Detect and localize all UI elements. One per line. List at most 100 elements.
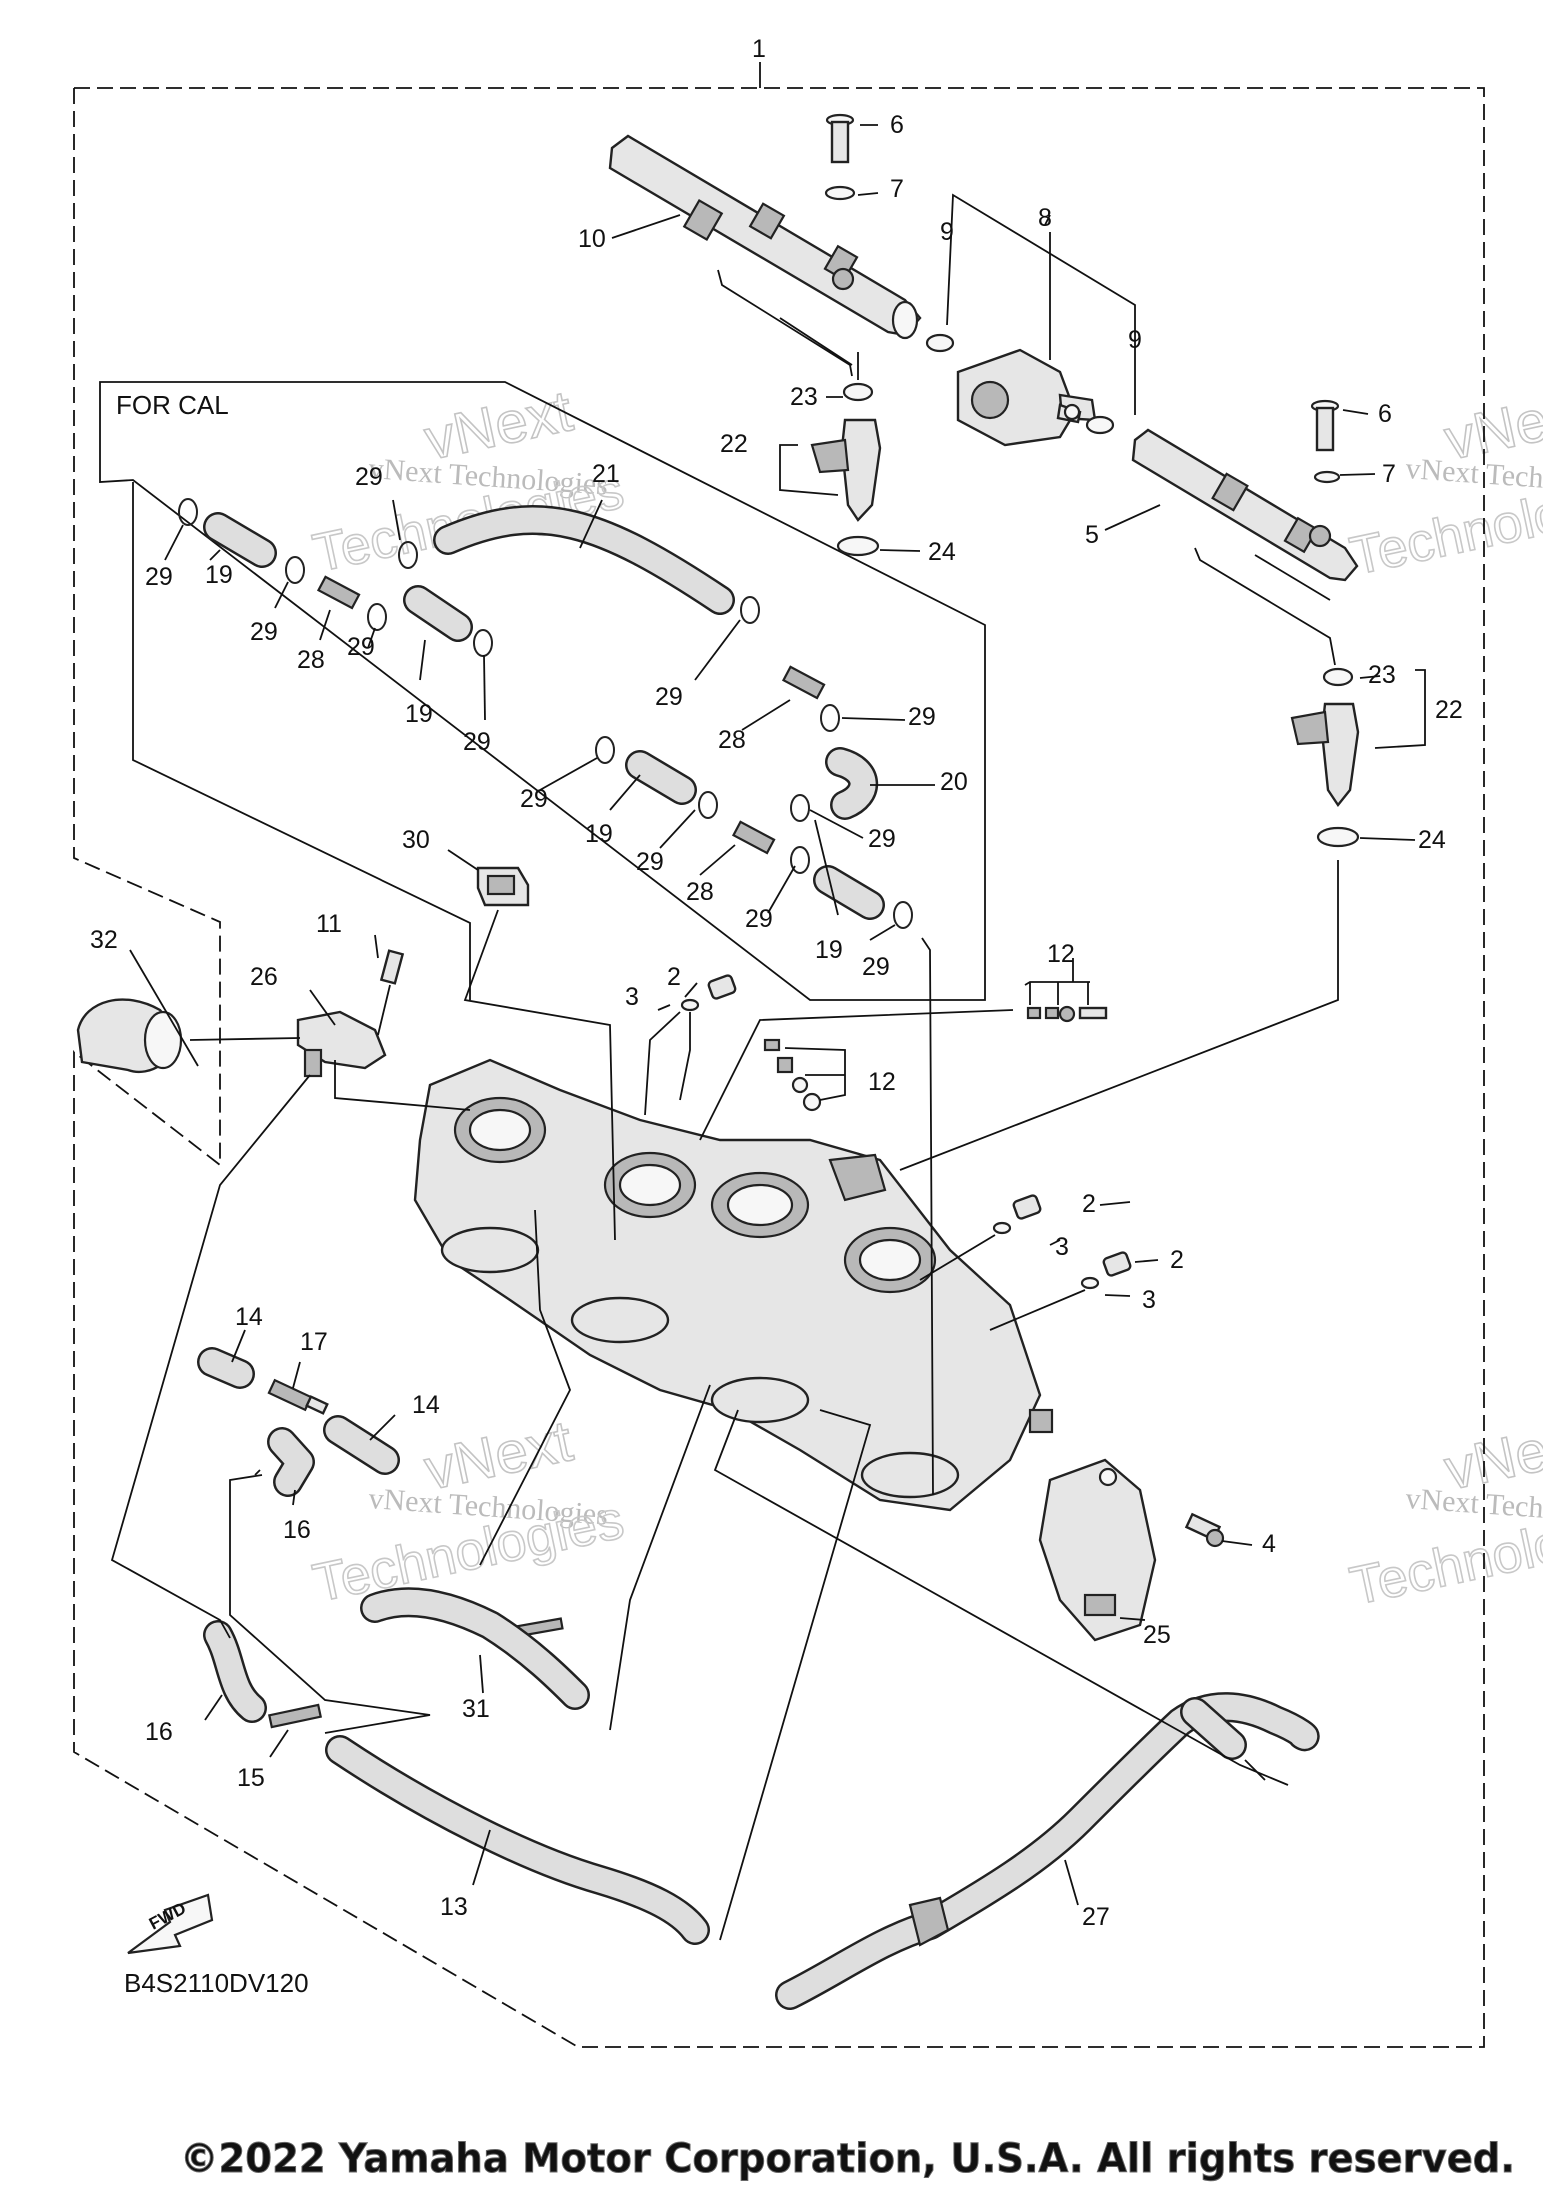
fitting-17 — [267, 1378, 329, 1415]
callout-number: 23 — [1368, 661, 1396, 689]
callout-number: 29 — [463, 728, 491, 756]
watermark-text: vNext — [1439, 378, 1543, 472]
watermark-text: vNext — [419, 378, 578, 472]
watermark: vNext Technologies vNext Technologies vN… — [307, 378, 1543, 1618]
callout-number: 14 — [235, 1303, 263, 1331]
fuel-rail-lower — [1131, 428, 1359, 582]
callout-number: 9 — [940, 218, 954, 246]
callout-number: 22 — [720, 430, 748, 458]
callout-number: 26 — [250, 963, 278, 991]
callout-number: 10 — [578, 225, 606, 253]
screw-11 — [377, 949, 405, 1036]
callout-number: 20 — [940, 768, 968, 796]
callout-number: 23 — [790, 383, 818, 411]
hose-14 — [197, 1347, 255, 1389]
fuel-injector — [810, 382, 882, 557]
callout-number: 11 — [316, 910, 342, 938]
elbow-16 — [203, 1620, 267, 1723]
vacuum-hose — [433, 505, 735, 615]
for-cal-inner-box — [132, 482, 471, 1000]
forward-arrow: FWD — [127, 1893, 214, 1955]
callout-number: 3 — [625, 983, 639, 1011]
hose — [625, 750, 697, 805]
hose-joint — [781, 665, 826, 700]
callout-number: 29 — [520, 785, 548, 813]
callout-number: 27 — [1082, 1903, 1110, 1931]
callout-number: 7 — [890, 175, 904, 203]
callout-number: 19 — [205, 561, 233, 589]
cap — [1080, 1251, 1132, 1290]
vacuum-hose — [825, 747, 879, 820]
callout-number: 19 — [585, 820, 613, 848]
callout-number: 12 — [1047, 940, 1075, 968]
watermark-text: vNext — [1439, 1408, 1543, 1502]
pressure-regulator — [956, 348, 1097, 447]
callout-number: 29 — [745, 905, 773, 933]
callout-number: 5 — [1085, 521, 1099, 549]
callout-number: 9 — [1128, 326, 1142, 354]
screw-4 — [1184, 1512, 1225, 1548]
hose — [813, 865, 885, 920]
callout-number: 16 — [145, 1718, 173, 1746]
leader-lines — [110, 124, 1426, 1941]
callout-number: 32 — [90, 926, 118, 954]
callout-number: 4 — [1262, 1530, 1276, 1558]
throttle-body — [413, 1058, 1054, 1512]
hose-31 — [360, 1587, 590, 1710]
callout-number: 29 — [862, 953, 890, 981]
callout-number: 3 — [1142, 1286, 1156, 1314]
callout-labels: 1 2 2 2 3 3 3 4 5 6 6 7 7 8 9 9 10 11 12… — [90, 35, 1463, 1931]
callout-number: 2 — [1170, 1246, 1184, 1274]
callout-number: 19 — [815, 936, 843, 964]
assembly-boundary — [73, 87, 1485, 2048]
callout-number: 19 — [405, 700, 433, 728]
copyright-notice: ©2022 Yamaha Motor Corporation, U.S.A. A… — [180, 2136, 1515, 2182]
o-ring — [1085, 415, 1115, 435]
diagram-code: B4S2110DV120 — [124, 1968, 309, 1998]
callout-number: 22 — [1435, 696, 1463, 724]
callout-number: 8 — [1038, 204, 1052, 232]
elbow-16 — [267, 1427, 315, 1497]
bolt-right — [1310, 399, 1341, 484]
callout-number: 14 — [412, 1391, 440, 1419]
callout-number: 29 — [636, 848, 664, 876]
callout-number: 2 — [667, 963, 681, 991]
callout-number: 28 — [718, 726, 746, 754]
callout-number: 29 — [355, 463, 383, 491]
callout-number: 29 — [145, 563, 173, 591]
callout-number: 25 — [1143, 1621, 1171, 1649]
callout-number: 29 — [347, 633, 375, 661]
hose — [403, 585, 473, 642]
throttle-position-sensor — [1038, 1458, 1157, 1642]
hose-13 — [325, 1735, 710, 1945]
hose-joint — [731, 820, 776, 855]
cap — [992, 1194, 1042, 1235]
rubber-boot — [76, 998, 183, 1074]
sensor-26 — [296, 1010, 387, 1078]
callout-number: 29 — [908, 703, 936, 731]
intake-sensor — [476, 866, 530, 907]
callout-number: 16 — [283, 1516, 311, 1544]
callout-number: 31 — [462, 1695, 490, 1723]
callout-number: 7 — [1382, 460, 1396, 488]
callout-number: 29 — [868, 825, 896, 853]
hose-joint — [316, 575, 361, 610]
fuel-rail-upper — [608, 134, 922, 340]
callout-number: 29 — [655, 683, 683, 711]
callout-number: 6 — [1378, 400, 1392, 428]
cap — [680, 974, 737, 1012]
callout-number: 3 — [1055, 1233, 1069, 1261]
hose-clip — [178, 498, 913, 929]
screw-set — [763, 1005, 1108, 1112]
callout-number: 15 — [237, 1764, 265, 1792]
callout-number: 28 — [686, 878, 714, 906]
fuel-injector — [1290, 667, 1360, 848]
callout-number: 17 — [300, 1328, 328, 1356]
hose — [203, 512, 277, 568]
hose-14 — [323, 1415, 400, 1475]
for-cal-note: FOR CAL — [116, 390, 229, 420]
bolt-upper — [824, 113, 856, 201]
joint-15 — [267, 1703, 323, 1729]
callout-number: 30 — [402, 826, 430, 854]
